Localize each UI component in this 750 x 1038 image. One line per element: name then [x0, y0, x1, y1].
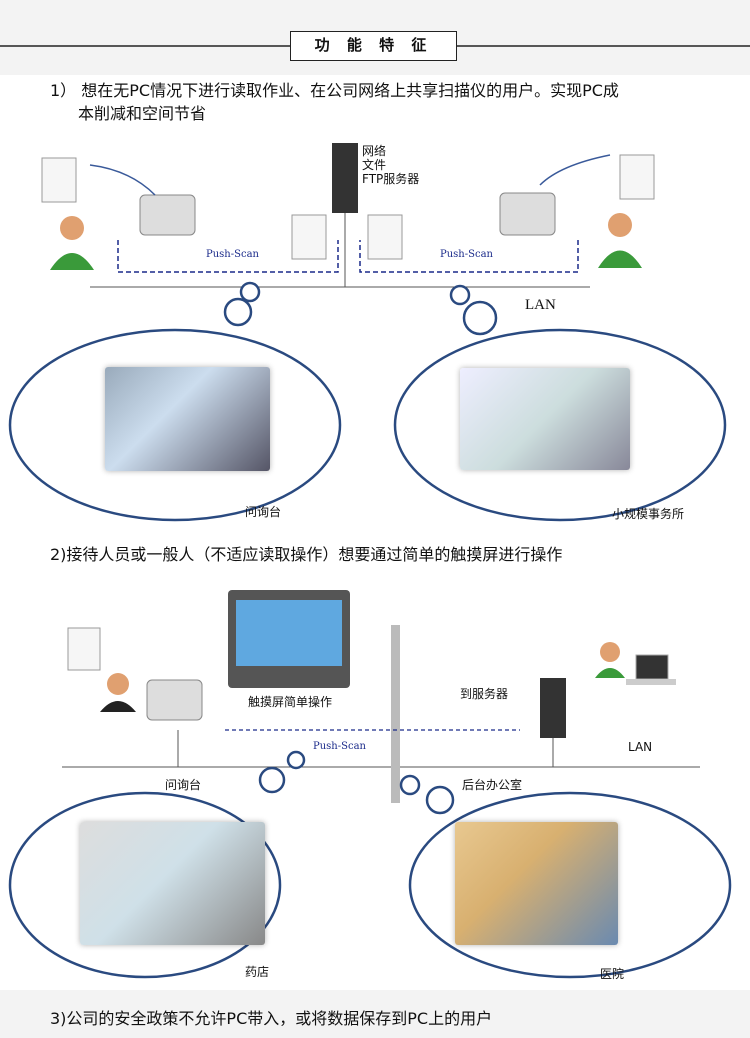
document-icon	[291, 214, 327, 260]
photo-hospital	[455, 822, 618, 945]
push-scan-label: Push-Scan	[206, 249, 259, 260]
partition-wall	[391, 625, 400, 803]
server-icon	[540, 678, 566, 738]
scanner-icon	[146, 679, 203, 721]
to-server-label: 到服务器	[460, 687, 509, 701]
push-scan-label: Push-Scan	[313, 741, 366, 752]
server-label: 文件	[362, 158, 387, 172]
cloud-label: 问询台	[245, 505, 282, 519]
document-icon	[367, 214, 403, 260]
photo-small-office	[460, 368, 630, 470]
document-icon	[619, 154, 655, 200]
push-scan-label: Push-Scan	[440, 249, 493, 260]
user-icon	[600, 642, 620, 662]
touchscreen-label: 触摸屏简单操作	[248, 695, 333, 709]
push-scan-path-right	[359, 240, 579, 273]
scanner-icon	[139, 194, 196, 236]
back-office-label: 后台办公室	[462, 778, 523, 792]
lan-label: LAN	[525, 297, 556, 313]
cloud-label: 医院	[600, 967, 625, 981]
scanner-icon	[499, 192, 556, 236]
document-icon	[41, 157, 77, 203]
user-icon	[60, 216, 84, 240]
document-icon	[67, 627, 101, 671]
photo-reception	[105, 367, 270, 471]
cloud-label: 药店	[245, 965, 270, 979]
server-label: FTP服务器	[362, 172, 420, 186]
photo-pharmacy	[80, 822, 265, 945]
section1-text-line1: 1） 想在无PC情况下进行读取作业、在公司网络上共享扫描仪的用户。实现PC成	[50, 81, 619, 100]
user-icon	[107, 673, 129, 695]
cloud-label: 小规模事务所	[612, 507, 685, 521]
laptop-icon	[635, 654, 669, 680]
section3-text: 3)公司的安全政策不允许PC带入，或将数据保存到PC上的用户	[50, 1009, 493, 1028]
user-icon	[608, 213, 632, 237]
lan-label: LAN	[628, 740, 653, 754]
section1-text-line2: 本削减和空间节省	[78, 104, 207, 123]
server-icon	[332, 143, 358, 213]
push-scan-path-left	[117, 240, 339, 273]
footer-band	[0, 990, 750, 1038]
section-title: 功 能 特 征	[290, 31, 457, 61]
front-desk-label: 问询台	[165, 778, 202, 792]
section2-text: 2)接待人员或一般人（不适应读取操作）想要通过简单的触摸屏进行操作	[50, 545, 563, 564]
server-label: 网络	[362, 144, 387, 158]
